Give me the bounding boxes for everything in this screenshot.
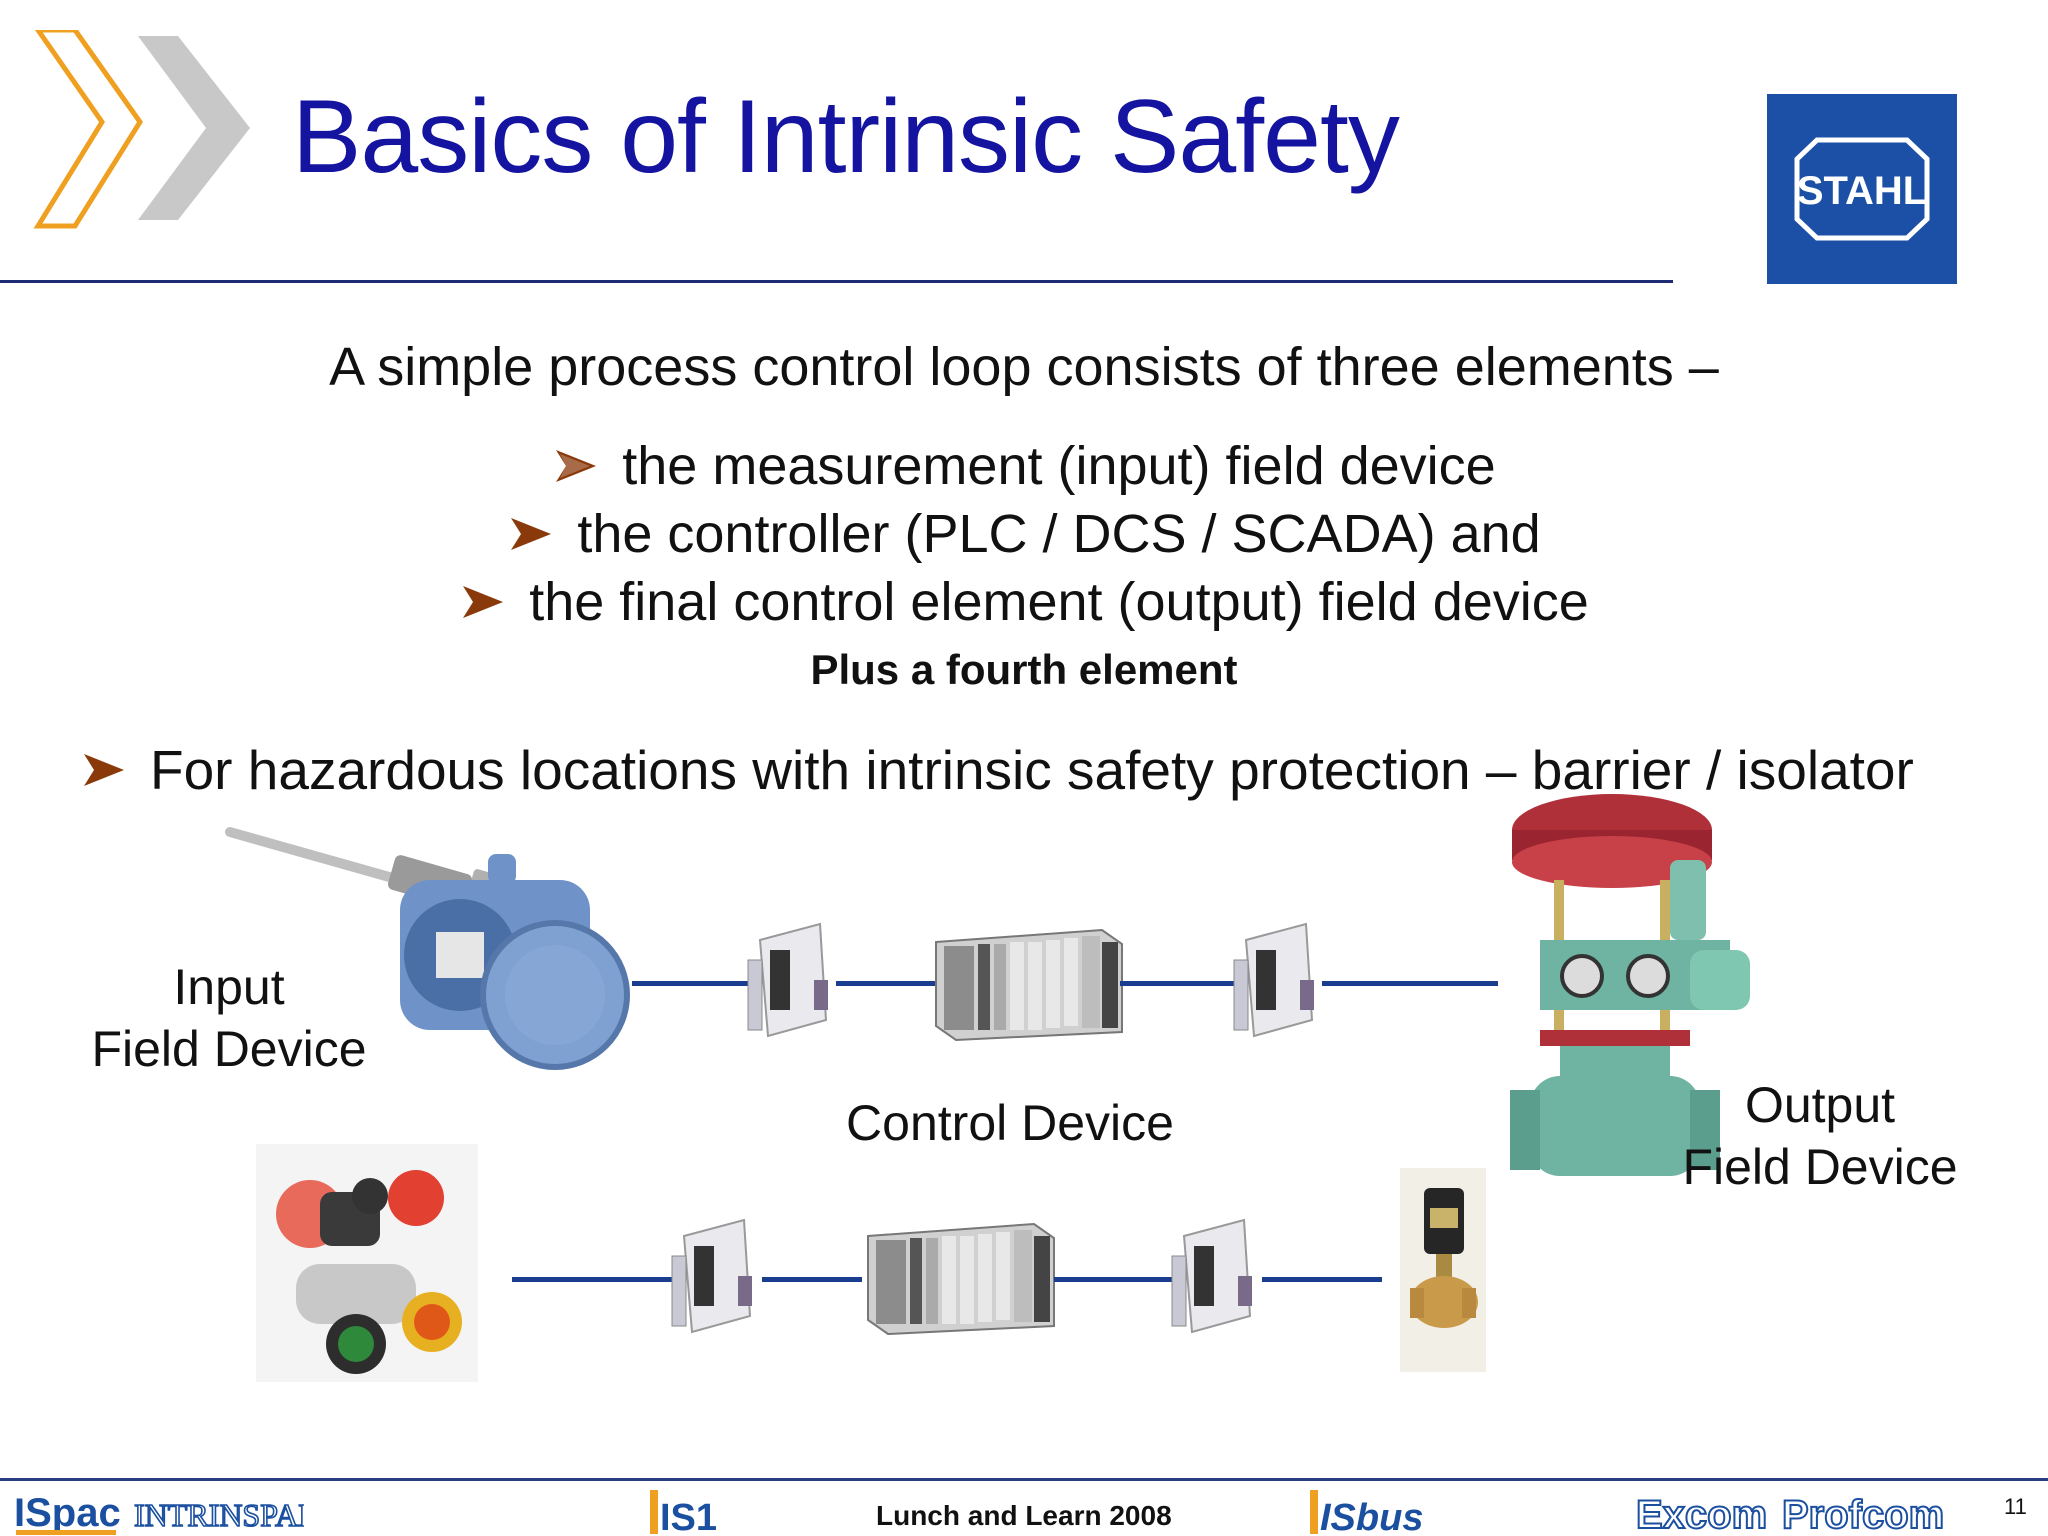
svg-text:Profcom: Profcom bbox=[1782, 1493, 1944, 1536]
isolator-module-image bbox=[1233, 922, 1314, 1038]
slide-title: Basics of Intrinsic Safety bbox=[292, 79, 1400, 195]
wire bbox=[1054, 1277, 1174, 1282]
wire bbox=[1120, 981, 1236, 986]
isbus-logo: ISbus bbox=[1310, 1484, 1440, 1536]
wire bbox=[762, 1277, 862, 1282]
isolator-module-image bbox=[671, 1218, 752, 1334]
pushbuttons-image bbox=[256, 1144, 478, 1382]
stahl-logo-text: STAHL bbox=[1797, 169, 1927, 213]
hazard-text: For hazardous locations with intrinsic s… bbox=[150, 739, 1914, 801]
hazard-bullet: For hazardous locations with intrinsic s… bbox=[80, 738, 1914, 802]
page-number: 11 bbox=[2004, 1494, 2027, 1519]
controller-rack-image bbox=[935, 928, 1123, 1042]
fourth-element-heading: Plus a fourth element bbox=[810, 646, 1238, 693]
wire bbox=[1262, 1277, 1382, 1282]
bullet-item: the final control element (output) field… bbox=[0, 568, 2048, 636]
svg-text:ISbus: ISbus bbox=[1320, 1497, 1423, 1536]
output-device-label: Output Field Device bbox=[1670, 1074, 1970, 1198]
chevrons-logo bbox=[33, 30, 250, 229]
bullet-item: the controller (PLC / DCS / SCADA) and bbox=[0, 500, 2048, 568]
input-label-line2: Field Device bbox=[91, 1021, 367, 1077]
bullet-text: the measurement (input) field device bbox=[622, 436, 1496, 496]
footer-event-text: Lunch and Learn 2008 bbox=[876, 1500, 1172, 1531]
svg-text:IS1: IS1 bbox=[660, 1497, 717, 1536]
is1-logo: IS1 bbox=[650, 1484, 720, 1536]
intrinspak-logo: INTRINSPAK bbox=[133, 1484, 322, 1536]
svg-text:Excom: Excom bbox=[1636, 1493, 1767, 1536]
footer bbox=[0, 1481, 2048, 1536]
wire bbox=[632, 981, 748, 986]
profcom-logo: Profcom bbox=[1781, 1484, 1964, 1536]
wire bbox=[836, 981, 936, 986]
intro-text: A simple process control loop consists o… bbox=[329, 337, 1719, 397]
wire bbox=[512, 1277, 672, 1282]
bullet-item: the measurement (input) field device bbox=[0, 432, 2048, 500]
footer-divider bbox=[0, 1478, 2048, 1481]
ispac-logo: ISpac bbox=[14, 1484, 124, 1536]
stahl-logo: STAHL bbox=[1767, 94, 1957, 284]
isolator-module-image bbox=[747, 922, 828, 1038]
excom-logo: Excom bbox=[1635, 1484, 1776, 1536]
bullet-arrow-icon bbox=[511, 518, 552, 550]
control-valve-image bbox=[1510, 794, 1750, 1176]
bullet-list: the measurement (input) field device the… bbox=[0, 432, 2048, 636]
bullet-arrow-icon bbox=[556, 450, 597, 482]
input-label-line1: Input bbox=[173, 959, 285, 1015]
output-label-line2: Field Device bbox=[1682, 1139, 1958, 1195]
isolator-module-image bbox=[1171, 1218, 1252, 1334]
input-device-label: Input Field Device bbox=[84, 956, 374, 1080]
svg-text:INTRINSPAK: INTRINSPAK bbox=[134, 1497, 304, 1533]
bullet-text: the controller (PLC / DCS / SCADA) and bbox=[577, 504, 1541, 564]
solenoid-valve-image bbox=[1400, 1168, 1486, 1372]
input-transmitter-image bbox=[225, 827, 630, 1070]
output-label-line1: Output bbox=[1744, 1077, 1896, 1133]
bullet-arrow-icon bbox=[463, 586, 504, 618]
wire bbox=[1322, 981, 1498, 986]
controller-rack-image bbox=[867, 1222, 1055, 1336]
svg-text:ISpac: ISpac bbox=[14, 1491, 121, 1535]
control-device-label: Control Device bbox=[846, 1095, 1174, 1151]
bullet-arrow-icon bbox=[84, 754, 124, 786]
bullet-text: the final control element (output) field… bbox=[529, 572, 1589, 632]
title-divider bbox=[0, 280, 1673, 283]
